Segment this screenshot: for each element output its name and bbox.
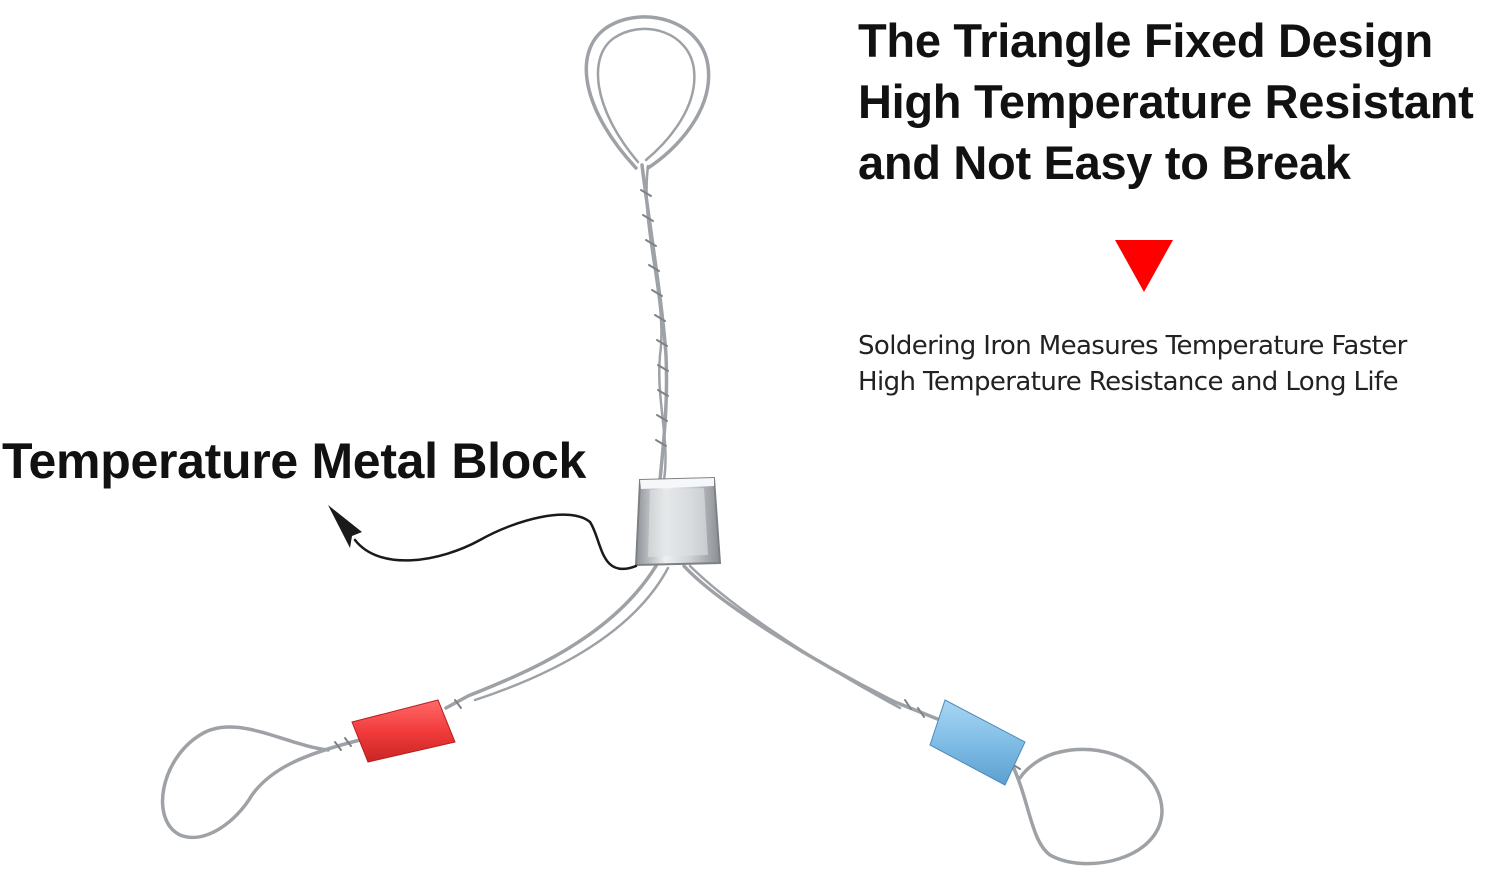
headline-line-2: High Temperature Resistant: [858, 75, 1474, 128]
curved-arrow-icon: [328, 505, 638, 570]
temperature-metal-block: [634, 476, 722, 567]
blue-sleeve: [929, 699, 1026, 786]
headline-line-1: The Triangle Fixed Design: [858, 14, 1433, 67]
headline: The Triangle Fixed Design High Temperatu…: [858, 10, 1474, 193]
headline-line-3: and Not Easy to Break: [858, 136, 1351, 189]
red-sleeve: [351, 699, 456, 763]
part-label: Temperature Metal Block: [2, 433, 587, 489]
thermocouple-wire: [160, 15, 1164, 866]
subtext: Soldering Iron Measures Temperature Fast…: [858, 328, 1407, 400]
down-triangle-icon: [1115, 240, 1173, 292]
subtext-line-1: Soldering Iron Measures Temperature Fast…: [858, 331, 1407, 361]
subtext-line-2: High Temperature Resistance and Long Lif…: [858, 367, 1399, 397]
